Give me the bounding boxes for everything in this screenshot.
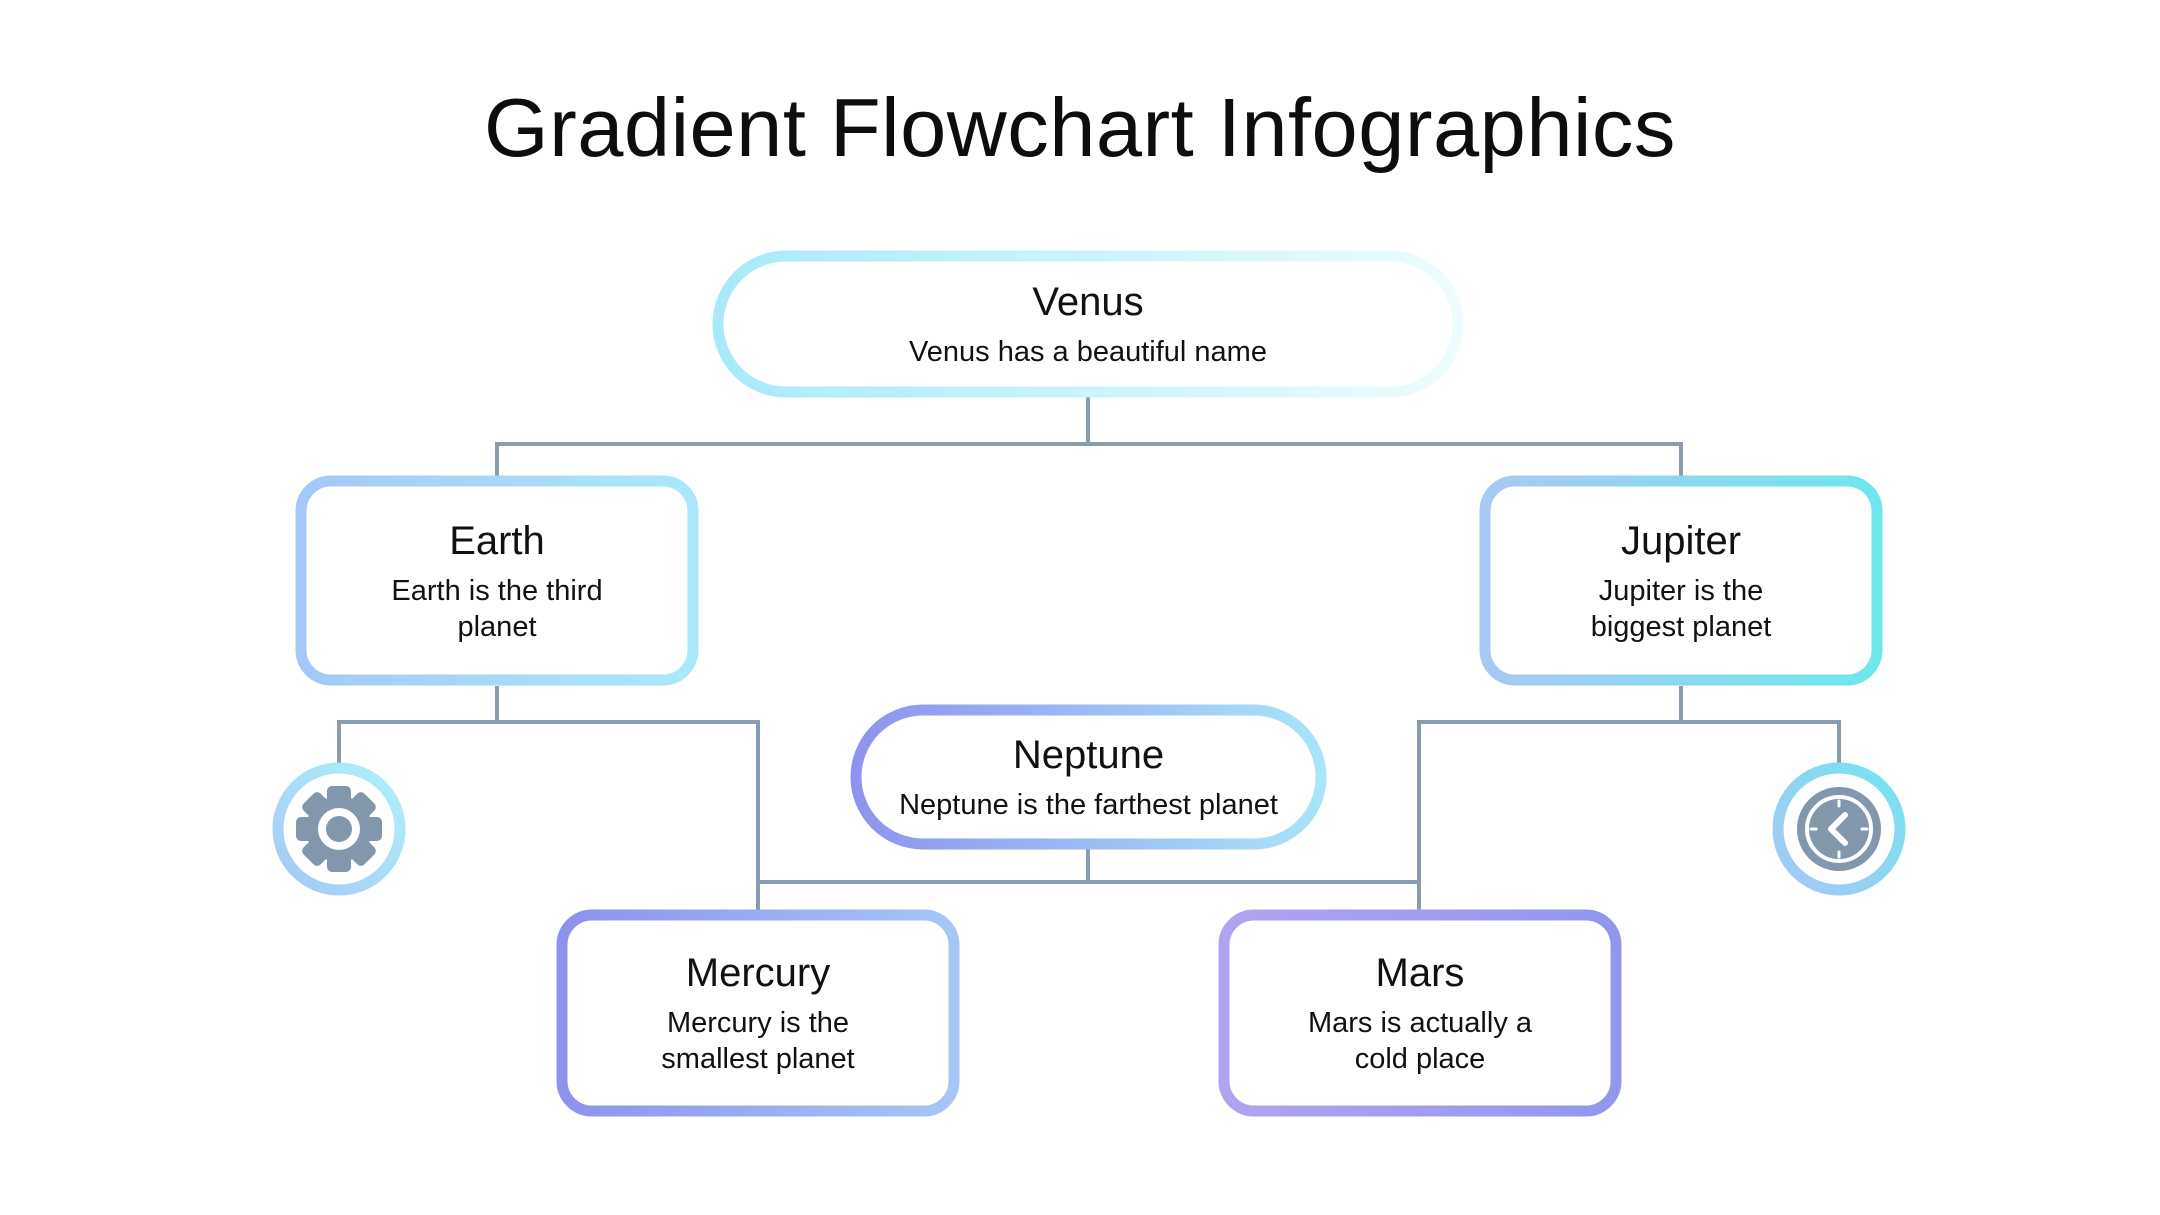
node-mars-title: Mars <box>1375 951 1465 995</box>
connector-neptune-branch <box>758 849 1419 884</box>
node-mercury-description: Mercury is the smallest planet <box>661 1007 855 1075</box>
node-earth-shape <box>295 475 699 686</box>
node-venus-description: Venus has a beautiful name <box>909 336 1267 368</box>
node-mars: Mars Mars is actually a cold place <box>1286 925 1554 1101</box>
node-jupiter: Jupiter Jupiter is the biggest planet <box>1568 491 1794 670</box>
node-mars-shape <box>1218 909 1622 1117</box>
node-jupiter-shape <box>1479 475 1883 686</box>
connector-jupiter-branch <box>1417 686 1841 910</box>
clock-icon <box>1772 762 1906 896</box>
node-neptune-description: Neptune is the farthest planet <box>899 789 1278 821</box>
node-neptune-shape <box>850 704 1327 850</box>
node-mercury: Mercury Mercury is the smallest planet <box>628 925 888 1101</box>
page-title: Gradient Flowchart Infographics <box>484 81 1676 174</box>
node-neptune: Neptune Neptune is the farthest planet <box>866 720 1311 834</box>
node-mercury-shape <box>556 909 960 1117</box>
node-jupiter-title: Jupiter <box>1620 518 1742 563</box>
node-venus: Venus Venus has a beautiful name <box>730 266 1446 382</box>
node-mars-description: Mars is actually a cold place <box>1307 1007 1532 1075</box>
node-earth: Earth Earth is the third planet <box>360 491 634 670</box>
node-earth-description: Earth is the third planet <box>391 574 603 643</box>
gear-icon <box>272 762 406 896</box>
connector-earth-branch <box>337 686 760 910</box>
node-mercury-title: Mercury <box>685 951 831 995</box>
node-venus-title: Venus <box>1032 280 1144 324</box>
node-earth-title: Earth <box>449 518 545 563</box>
connector-venus-branch <box>495 394 1683 476</box>
node-neptune-title: Neptune <box>1012 733 1165 777</box>
node-jupiter-description: Jupiter is the biggest planet <box>1590 574 1772 643</box>
node-venus-shape <box>712 250 1464 398</box>
connector-lines <box>337 394 1841 910</box>
